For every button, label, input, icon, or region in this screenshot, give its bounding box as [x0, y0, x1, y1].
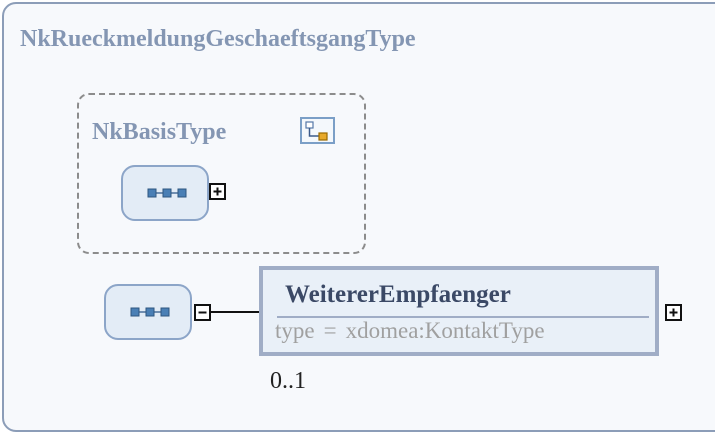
expand-plus-button[interactable] — [665, 304, 682, 321]
connector-line — [211, 311, 261, 313]
element-name: WeitererEmpfaenger — [285, 281, 511, 308]
expand-plus-button[interactable] — [209, 183, 226, 200]
complex-type-title: NkRueckmeldungGeschaeftsgangType — [20, 26, 416, 52]
element-type-attribute: type = xdomea:KontaktType — [275, 318, 545, 344]
sequence-icon — [147, 188, 187, 198]
sequence-icon — [130, 307, 170, 317]
sequence-compositor[interactable] — [121, 165, 209, 221]
type-attr-label: type — [275, 318, 315, 343]
base-type-title: NkBasisType — [92, 119, 227, 145]
type-attr-value: xdomea:KontaktType — [345, 318, 545, 343]
collapse-minus-button[interactable] — [194, 304, 211, 321]
type-hierarchy-icon — [300, 117, 335, 144]
type-attr-equals: = — [323, 318, 337, 343]
base-type-box — [77, 93, 366, 254]
element-divider — [277, 316, 649, 318]
occurrence-label: 0..1 — [270, 368, 306, 394]
element-node-box[interactable]: WeitererEmpfaenger type = xdomea:KontaktTy… — [259, 266, 659, 356]
sequence-compositor[interactable] — [104, 284, 192, 340]
